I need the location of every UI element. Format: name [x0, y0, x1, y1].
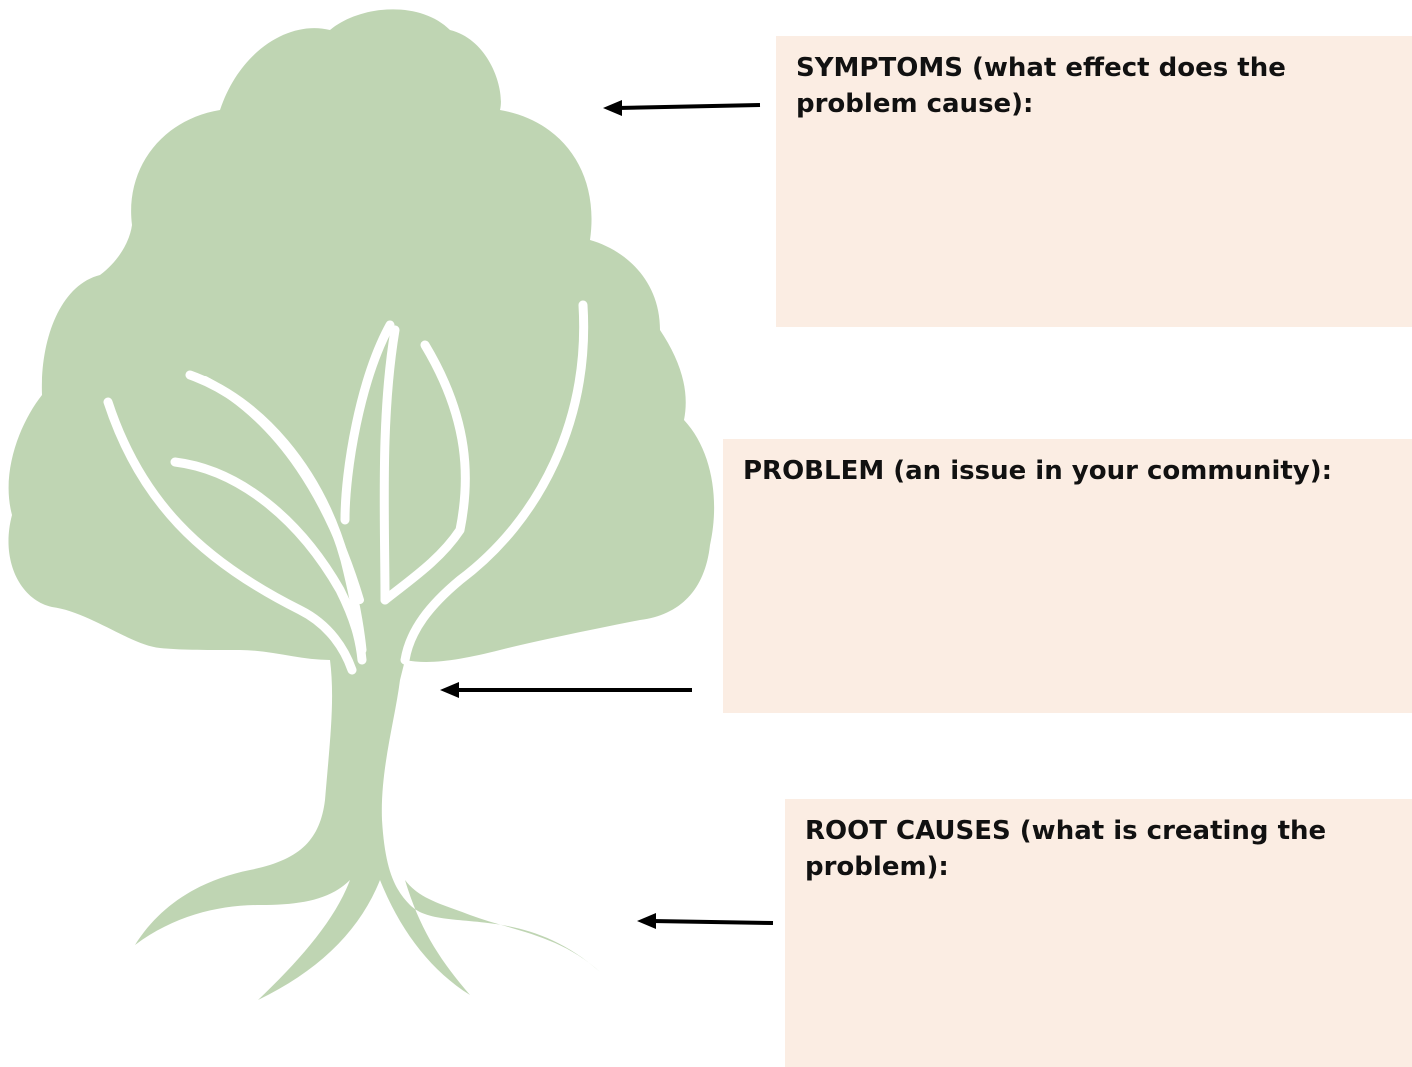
branch-mid-stroke: [201, 376, 364, 604]
branch-right-outer: [400, 300, 589, 665]
tree-shape: [8, 9, 715, 1000]
tree-branches: [103, 300, 589, 675]
branch-center-right: [380, 340, 470, 605]
symptoms-box[interactable]: SYMPTOMS (what effect does the problem c…: [776, 36, 1412, 327]
problem-label: PROBLEM (an issue in your community):: [743, 456, 1333, 486]
tree-canopy: [8, 9, 715, 1000]
root-causes-label: ROOT CAUSES (what is creating the proble…: [805, 816, 1327, 882]
branch-left-outer: [103, 397, 357, 675]
symptoms-label: SYMPTOMS (what effect does the problem c…: [796, 53, 1286, 119]
tree-illustration: [8, 9, 715, 1000]
branch-center: [379, 325, 400, 605]
problem-box[interactable]: PROBLEM (an issue in your community):: [723, 439, 1412, 713]
root-causes-box[interactable]: ROOT CAUSES (what is creating the proble…: [785, 799, 1412, 1067]
branch-center-left: [340, 320, 395, 525]
